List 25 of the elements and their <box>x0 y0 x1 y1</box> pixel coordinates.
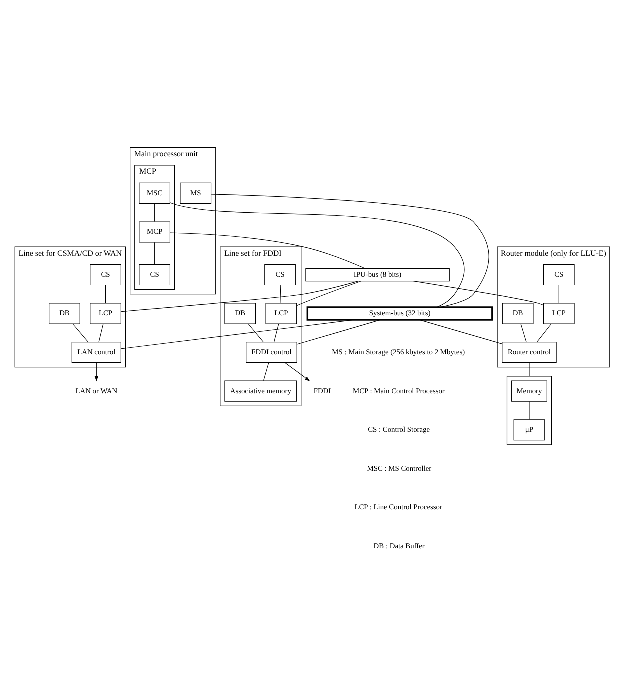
connector <box>296 320 381 345</box>
connector <box>170 232 366 269</box>
connector <box>529 362 530 377</box>
connector <box>121 320 354 350</box>
connector <box>263 362 270 382</box>
connector <box>154 204 156 222</box>
connector <box>520 324 527 342</box>
connector <box>170 202 465 308</box>
connector <box>529 402 530 420</box>
connector <box>537 324 552 342</box>
arrow <box>94 362 98 382</box>
connector <box>558 285 560 304</box>
connector <box>211 194 490 308</box>
arrow <box>284 362 310 382</box>
connector <box>419 320 502 344</box>
connector <box>274 324 280 342</box>
connector <box>98 324 104 342</box>
connector <box>280 285 282 304</box>
connector <box>296 281 362 306</box>
connector <box>413 281 544 306</box>
cluster <box>506 376 552 446</box>
connector <box>120 281 359 312</box>
connector <box>72 324 88 342</box>
connector <box>248 324 264 342</box>
connector <box>154 242 156 265</box>
